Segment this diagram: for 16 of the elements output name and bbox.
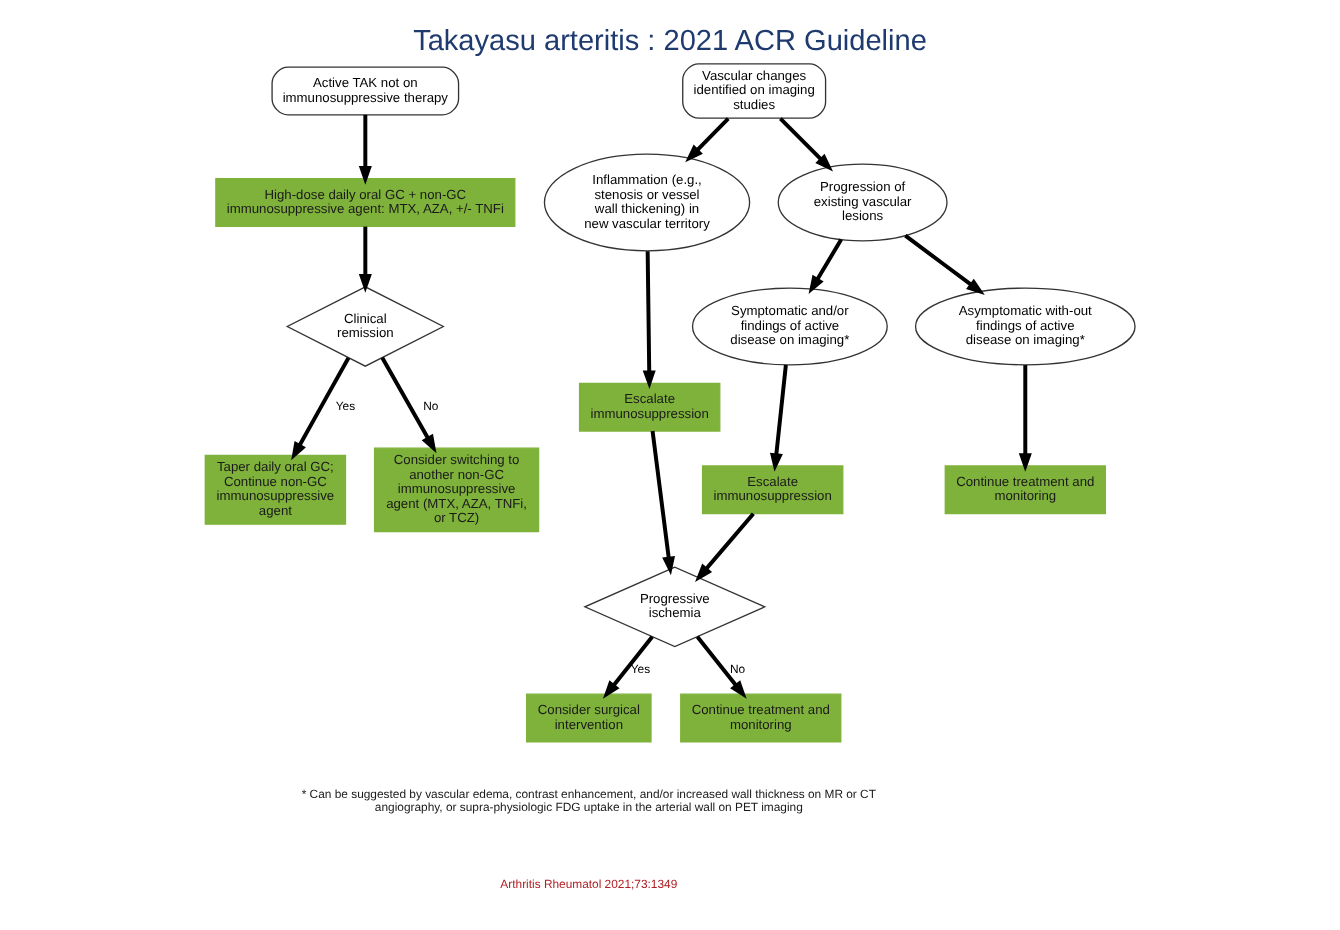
arrow — [642, 251, 656, 390]
arrow — [695, 512, 755, 582]
arrow — [602, 635, 654, 699]
arrow — [769, 364, 788, 472]
arrow — [685, 117, 730, 163]
arrow — [808, 238, 843, 294]
arrow — [904, 234, 985, 295]
arrow — [695, 635, 747, 699]
arrow — [779, 117, 834, 172]
arrow — [1018, 365, 1032, 472]
arrow — [380, 356, 437, 454]
arrow — [358, 226, 372, 293]
arrow — [291, 357, 351, 461]
arrow — [650, 430, 676, 576]
diagram-title: Takayasu arteritis : 2021 ACR Guideline — [413, 26, 927, 59]
arrow — [358, 114, 372, 185]
